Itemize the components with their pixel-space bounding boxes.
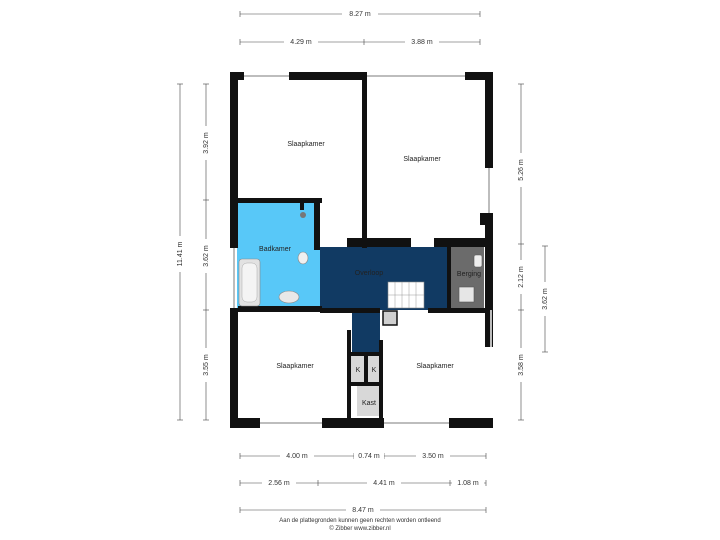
dim-right-middle: 2.12 m [518,266,525,288]
stair-shaft [382,310,398,326]
dim-right-upper: 5.26 m [518,159,525,181]
dim-bottom-total: 8.47 m [352,507,374,514]
staircase [382,281,425,326]
dim-bottom-a-mid: 0.74 m [358,453,380,460]
bedroom-top-left-label: Slaapkamer [287,141,325,148]
boiler-icon [458,286,475,303]
bathroom-label: Badkamer [259,246,292,253]
landing-label: Overloop [355,270,384,277]
shower-drain-icon [300,212,306,218]
sink-icon [278,290,300,304]
dim-bottom-a-right: 3.50 m [422,453,444,460]
landing-fill [320,247,450,355]
bedroom-bottom-right-label: Slaapkamer [416,363,454,370]
dim-bottom-a-left: 4.00 m [286,453,308,460]
closet-right-fill [366,356,382,382]
closet-left-fill [350,356,366,382]
footer-copyright: © Zibber www.zibber.nl [329,526,391,532]
dim-right-lower: 3.58 m [518,354,525,376]
dim-bottom-b-left: 2.56 m [268,480,290,487]
bedroom-top-right-label: Slaapkamer [403,156,441,163]
wardrobe-label: Kast [362,400,376,407]
storage-fixtures [458,254,483,303]
footer-disclaimer: Aan de plattegronden kunnen geen rechten… [279,518,441,524]
dim-bottom-b-right: 1.08 m [457,480,479,487]
room-fills [237,203,484,416]
dim-right-outer: 3.62 m [542,288,549,310]
toilet-icon [297,251,309,265]
bedroom-bottom-left-label: Slaapkamer [276,363,314,370]
walls [230,72,493,428]
washbasin-icon [473,254,483,268]
dimension-labels: 8.27 m 4.29 m 3.88 m 11.41 m 3.92 m 3.62… [175,9,550,515]
wardrobe-fill [357,383,383,416]
dim-bottom-b-mid: 4.41 m [373,480,395,487]
dim-left-upper: 3.92 m [203,132,210,154]
dim-left-middle: 3.62 m [203,245,210,267]
dim-left-total: 11.41 m [177,241,184,266]
bathroom-fixtures [238,212,309,307]
closet-right-label: K [372,367,377,374]
dim-left-lower: 3.55 m [203,354,210,376]
dim-top-left: 4.29 m [290,39,312,46]
room-labels: Slaapkamer Slaapkamer Badkamer Overloop … [259,141,481,407]
closet-left-label: K [356,367,361,374]
windows [233,75,492,424]
dim-top-total: 8.27 m [349,11,371,18]
dim-top-right: 3.88 m [411,39,433,46]
storage-label: Berging [457,271,481,278]
